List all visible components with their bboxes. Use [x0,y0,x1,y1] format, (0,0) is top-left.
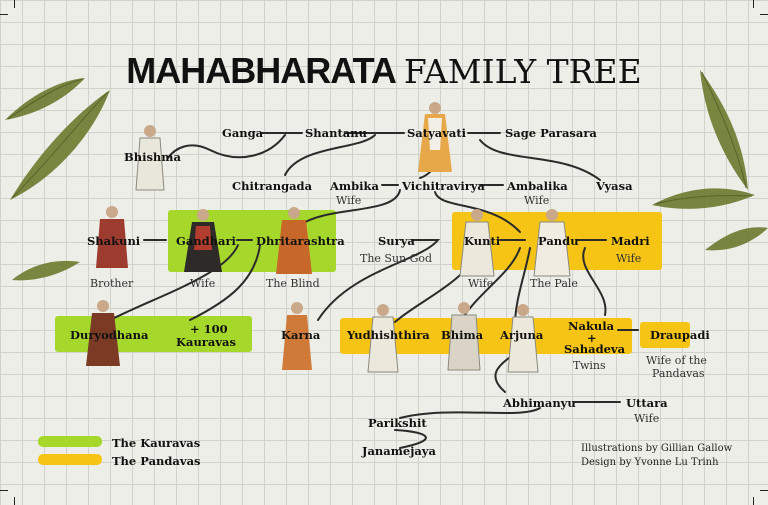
person-shantanu: Shantanu [305,126,367,140]
person-vyasa: Vyasa [596,179,633,193]
person-kunti: Kunti [464,234,501,248]
bhima-figure [447,302,481,371]
legend-kauravas-label: The Kauravas [112,436,201,450]
person-ambika: Ambika [330,179,379,193]
kauravas-highlight [55,316,252,352]
person-uttara: Uttara [626,396,668,410]
connector [109,244,239,321]
person-bhishma: Bhishma [124,150,181,164]
gandhari-figure [184,209,222,272]
bhishma-figure [135,125,165,191]
design-credit: Design by Yvonne Lu Trinh [581,457,719,468]
kauravas-count: + 100 [190,322,228,336]
leaf-icon [705,227,768,251]
crop-mark [753,497,754,505]
pandu-pale-note: The Pale [530,277,578,290]
connector [317,239,441,321]
uttara-wife-note: Wife [634,412,660,425]
person-abhimanyu: Abhimanyu [503,396,576,410]
pandu-figure [533,209,571,277]
person-ambalika: Ambalika [507,179,568,193]
madri-wife-note: Wife [616,252,642,265]
legend-pandavas-label: The Pandavas [112,454,201,468]
person-nakula: Nakula [568,319,615,333]
person-parikshit: Parikshit [368,416,427,430]
person-gandhari: Gandhari [176,234,236,248]
person-shakuni: Shakuni [87,234,141,248]
person-janamejaya: Janamejaya [362,444,436,458]
connector [582,247,607,316]
karna-figure [282,302,312,370]
draupadi-note-line1: Wife of the [646,354,707,367]
shakuni-figure [96,206,128,268]
draupadi-note-line2: Pandavas [652,367,705,380]
person-madri: Madri [611,234,650,248]
person-chitrangada: Chitrangada [232,179,313,193]
satyavati-figure [418,102,452,172]
person-arjuna: Arjuna [500,328,544,342]
twins-note: Twins [573,359,606,372]
crop-mark [0,490,8,491]
shakuni-brother-note: Brother [90,277,134,290]
leaf-icon [652,188,755,209]
person-karna: Karna [281,328,321,342]
yudhishthira-figure [367,304,399,373]
kunti-wife-note: Wife [468,277,494,290]
crop-mark [753,0,754,8]
illustration-credit: Illustrations by Gillian Gallow [581,443,733,454]
crop-mark [760,14,768,15]
person-duryodhana: Duryodhana [70,328,149,342]
title-bold: MAHABHARATA [126,50,397,91]
person-dhritarashtra: Dhritarashtra [256,234,345,248]
dhritarashtra-figure [276,207,312,274]
leaf-icon [700,70,748,190]
leaf-icon [12,260,80,281]
person-vichitravirya: Vichitravirya [402,179,485,193]
crop-mark [0,14,8,15]
connector [394,429,427,449]
leaf-icon [5,78,85,120]
connector [189,244,261,321]
crop-mark [14,0,15,8]
ambalika-wife-note: Wife [524,194,550,207]
twins-plus: + [587,331,597,345]
pandavas-highlight [640,322,690,348]
crop-mark [14,497,15,505]
surya-god-note: The Sun God [360,252,433,265]
person-ganga: Ganga [222,126,264,140]
dhritarashtra-blind-note: The Blind [266,277,320,290]
connector [299,189,401,226]
connector [399,407,541,419]
ambika-wife-note: Wife [336,194,362,207]
person-pandu: Pandu [538,234,579,248]
kauravas-label: Kauravas [176,335,236,349]
connector [284,134,376,176]
person-sahadeva: Sahadeva [564,342,626,356]
person-yudhishthira: Yudhishthira [347,328,430,342]
legend-kauravas-swatch [38,436,102,447]
connector [479,139,601,181]
crop-mark [760,490,768,491]
arjuna-figure [507,304,539,373]
connector [434,191,521,233]
person-satyavati: Satyavati [407,126,467,140]
connector [167,134,286,159]
person-bhima: Bhima [441,328,484,342]
gandhari-wife-note: Wife [190,277,216,290]
duryodhana-figure [86,300,120,366]
person-sage-parasara: Sage Parasara [505,126,597,140]
title-light: FAMILY TREE [403,52,642,91]
person-surya: Surya [378,234,415,248]
person-draupadi: Draupadi [650,328,710,342]
kunti-figure [459,209,495,277]
legend-pandavas-swatch [38,454,102,465]
